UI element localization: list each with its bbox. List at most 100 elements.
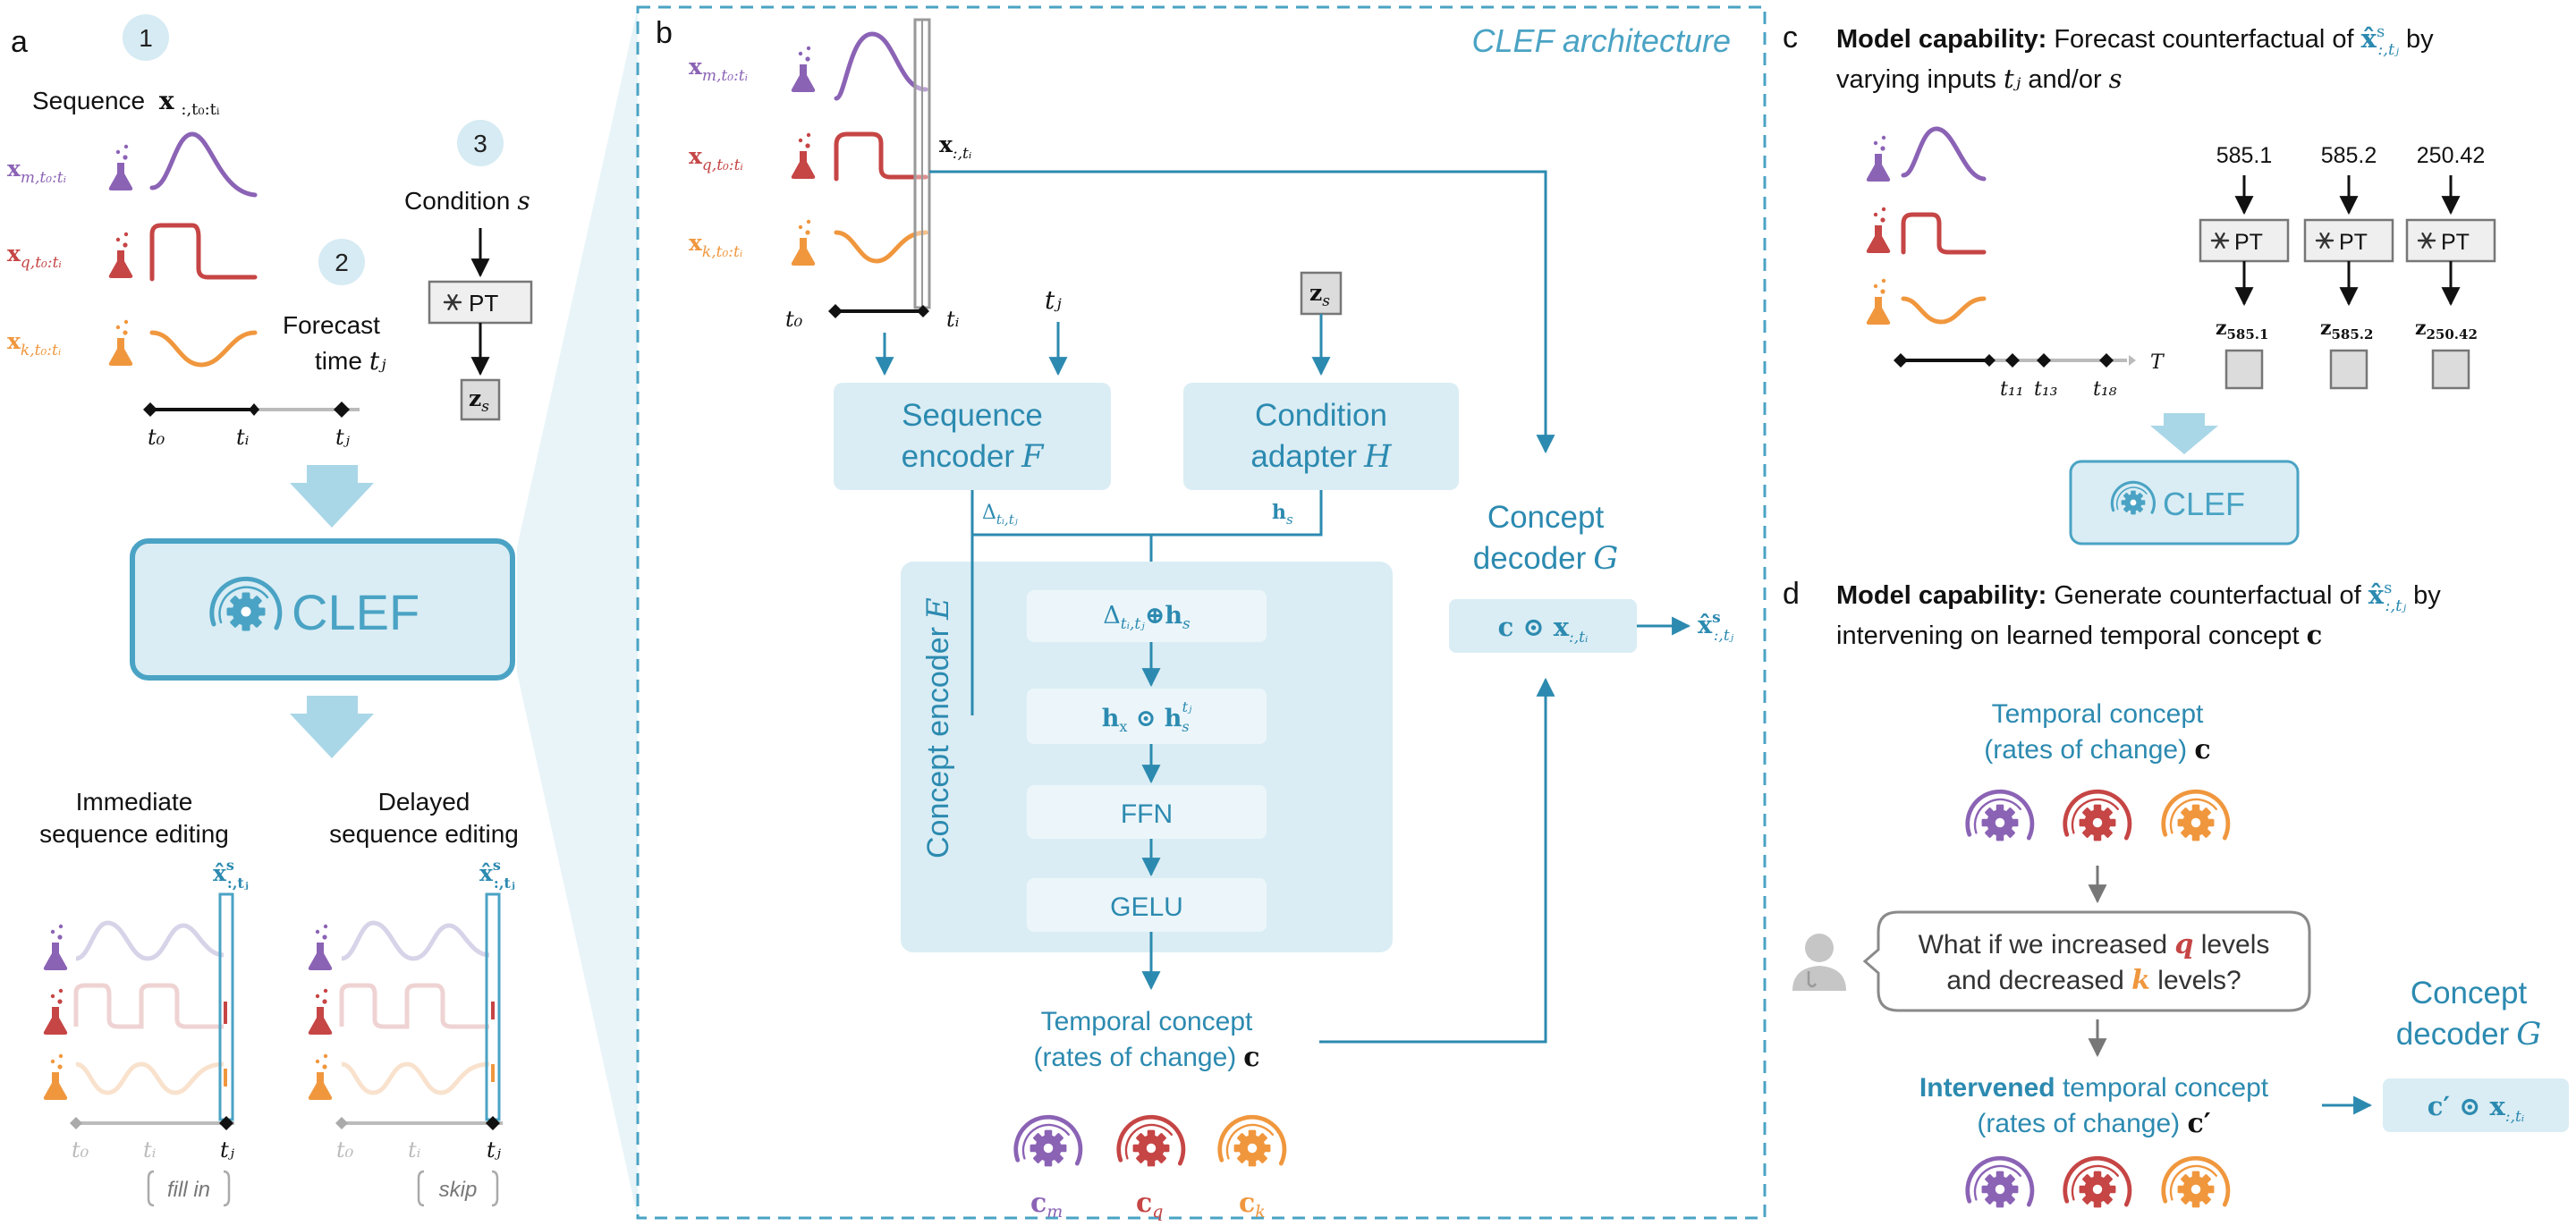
var-q-label: xq,t₀:tᵢ <box>7 241 62 272</box>
arrow-icon <box>2150 413 2218 454</box>
sequence-encoder-box <box>834 383 1111 490</box>
t18-label: t₁₈ <box>2093 378 2117 401</box>
condition-value: 585.1 <box>2216 143 2273 168</box>
gear-icon <box>2164 791 2228 841</box>
flask-icon <box>1866 207 1891 253</box>
pt-column-3: 250.42 PT z250.42 <box>2405 143 2496 390</box>
clef-box <box>130 538 515 681</box>
svg-text:x̂s:,tⱼ: x̂s:,tⱼ <box>479 857 515 892</box>
pt-column-2: 585.2 PT z585.2 <box>2303 143 2394 390</box>
svg-text:t₀: t₀ <box>72 1137 89 1163</box>
svg-text:2: 2 <box>335 249 349 276</box>
fill-in-label: fill in <box>167 1178 210 1202</box>
sequence-curve-m <box>1901 126 1987 182</box>
flask-icon <box>1866 278 1891 325</box>
delta-label: Δtᵢ,tⱼ <box>982 502 1018 528</box>
t0-label: t₀ <box>148 425 165 450</box>
ffn-box <box>1027 785 1267 839</box>
question-line2: and decreased k levels? <box>1946 965 2241 996</box>
gear-icon <box>1220 1117 1284 1166</box>
clef-label: CLEF <box>292 584 419 640</box>
diamond-marker-icon <box>2037 353 2051 368</box>
hs-label: hs <box>1272 501 1293 528</box>
condition-value: 585.2 <box>2321 143 2377 168</box>
diamond-marker-icon <box>143 402 157 417</box>
diamond-marker-icon <box>828 304 843 318</box>
gear-icon <box>1968 791 2032 841</box>
gear-icon <box>1968 1158 2032 1207</box>
architecture-title: CLEF architecture <box>1472 22 1731 59</box>
concept-encoder-box <box>901 562 1393 952</box>
svg-text:PT: PT <box>2441 230 2470 255</box>
t13-label: t₁₃ <box>2034 378 2057 401</box>
question-bubble <box>1862 910 2311 1012</box>
svg-text:t₀: t₀ <box>336 1137 354 1163</box>
delayed-editing-plot: x̂s:,tⱼ t₀ tᵢ tⱼ skip <box>308 857 515 1207</box>
var-k-label: xk,t₀:tᵢ <box>689 230 742 261</box>
z-box <box>2431 349 2470 390</box>
sequence-curve-q <box>834 131 928 182</box>
z-label: z585.1 <box>2216 317 2268 342</box>
flask-icon <box>43 924 68 970</box>
concept-encoder-label: Concept encoderE <box>920 597 956 858</box>
t11-label: t₁₁ <box>2000 378 2023 401</box>
question-line1: What if we increased q levels <box>1919 929 2270 960</box>
step-3-badge: 3 <box>457 120 504 166</box>
forecast-label: Forecast <box>283 311 380 339</box>
tj-label: tⱼ <box>1045 285 1062 315</box>
flask-icon <box>108 319 133 366</box>
panel-a-letter: a <box>11 25 28 59</box>
gear-icon <box>2065 791 2130 841</box>
panel-c-heading-line2: varying inputs tⱼ and/or s <box>1836 63 2123 94</box>
diamond-marker-icon <box>2099 353 2114 368</box>
immediate-editing-plot: x̂s:,tⱼ t₀ tᵢ tⱼ fill in <box>43 857 249 1207</box>
sequence-curve-k <box>834 230 928 264</box>
panel-d-heading-line2: intervening on learned temporal concept … <box>1836 620 2322 650</box>
gear-icon <box>1119 1117 1183 1166</box>
zoom-wedge <box>517 7 638 1218</box>
pt-column-1: 585.1 PT z585.1 <box>2199 143 2290 390</box>
diamond-marker-icon <box>2005 353 2020 368</box>
zs-box <box>460 378 501 421</box>
x-ti-label: x:,tᵢ <box>939 131 971 163</box>
flask-icon <box>108 144 133 190</box>
flask-icon <box>791 46 816 92</box>
flask-icon <box>308 924 333 970</box>
svg-text:1: 1 <box>139 24 153 52</box>
decoder-op-box <box>1449 599 1637 653</box>
svg-text:PT: PT <box>2339 230 2368 255</box>
panel-c-heading: Model capability: Forecast counterfactua… <box>1836 22 2434 59</box>
immediate-sub-label: sequence editing <box>39 820 229 848</box>
arrow-icon <box>917 305 929 317</box>
concept-decoder-label: Concept <box>2411 976 2528 1010</box>
delayed-sub-label: sequence editing <box>329 820 519 848</box>
skip-label: skip <box>439 1178 478 1202</box>
z-box <box>2329 349 2368 390</box>
panel-b-letter: b <box>656 16 673 50</box>
intervened-concept-sub-label: (rates of change) c′ <box>1977 1108 2210 1139</box>
z-box <box>2224 349 2264 390</box>
gear-icon <box>1016 1117 1080 1166</box>
arrow-icon <box>249 403 259 416</box>
z-label: z250.42 <box>2415 317 2478 342</box>
zs-label: zs <box>469 385 489 416</box>
panel-d-heading: Model capability: Generate counterfactua… <box>1836 579 2441 615</box>
output-label: x̂s:,tⱼ <box>1698 609 1734 645</box>
ti-label: tᵢ <box>236 425 250 450</box>
concept-decoder-label: Concept <box>1487 500 1605 535</box>
sequence-curve-q <box>1901 212 1987 255</box>
diamond-marker-icon <box>1894 353 1908 368</box>
step-2-badge: 2 <box>318 239 365 285</box>
panel-a: a 1 2 3 Sequence x :,t₀:tᵢ xm,t₀:tᵢ xq,t… <box>7 7 638 1218</box>
gelu-box <box>1027 878 1267 932</box>
temporal-concept-sub-label: (rates of change) c <box>1984 734 2210 765</box>
clef-label: CLEF <box>2163 486 2245 522</box>
decoder-op-label: c ⊙ x:,tᵢ <box>1498 612 1589 647</box>
t0-label: t₀ <box>785 307 803 332</box>
var-q-label: xq,t₀:tᵢ <box>689 143 743 174</box>
